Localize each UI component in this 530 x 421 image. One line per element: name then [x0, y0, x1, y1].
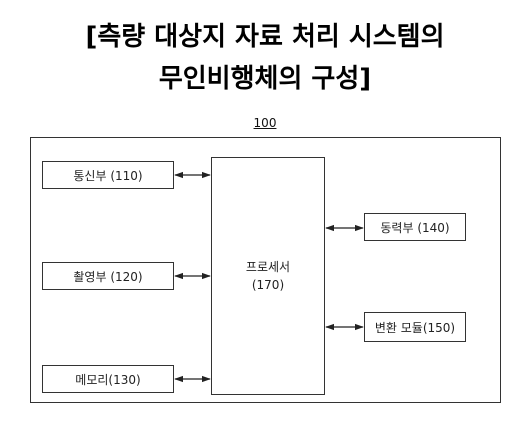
- figure-title-line-1: [측량 대상지 자료 처리 시스템의: [85, 22, 445, 52]
- converter-module-box: 변환 모듈(150): [364, 312, 466, 342]
- communication-unit-box: 통신부 (110): [42, 161, 174, 189]
- processor-label: 프로세서: [245, 260, 291, 274]
- figure-title-line-2: 무인비행체의 구성]: [158, 64, 372, 94]
- camera-unit-box: 촬영부 (120): [42, 262, 174, 290]
- processor-code: (170): [251, 278, 285, 292]
- memory-unit-box: 메모리(130): [42, 365, 174, 393]
- processor-box: 프로세서 (170): [211, 157, 325, 395]
- power-unit-box: 동력부 (140): [364, 213, 466, 241]
- system-reference-number: 100: [253, 116, 277, 130]
- system-reference-label: 100: [0, 116, 530, 130]
- uav-system-frame: [30, 137, 501, 403]
